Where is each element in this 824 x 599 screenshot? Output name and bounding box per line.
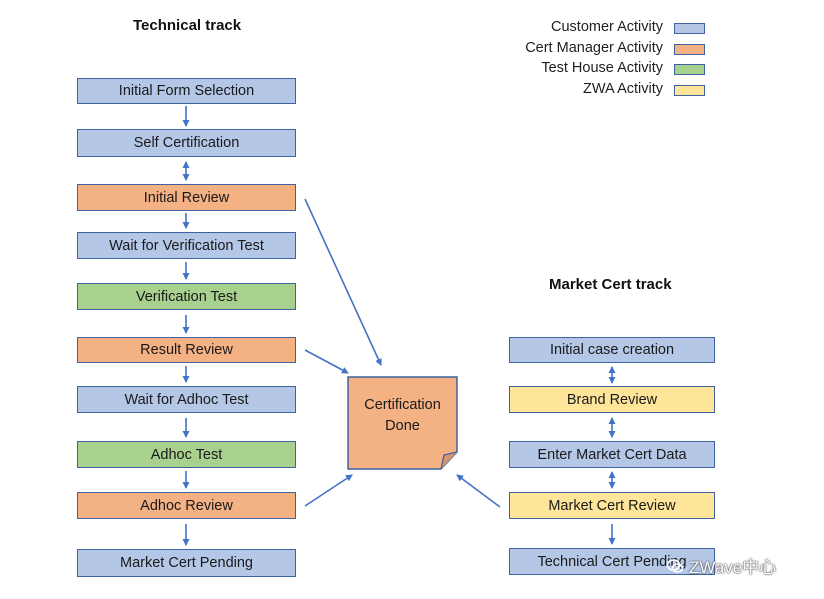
market-track-title: Market Cert track [549, 276, 672, 293]
done-line-2: Done [385, 418, 420, 434]
done-line-1: Certification [364, 397, 441, 413]
step-initial-form-selection: Initial Form Selection [77, 78, 296, 104]
wechat-icon [666, 558, 684, 573]
step-wait-for-verification-test: Wait for Verification Test [77, 232, 296, 259]
watermark: ZWave中心 [666, 553, 776, 578]
legend-label-customer: Customer Activity [551, 19, 663, 35]
arrow-market-review-to-done [456, 474, 501, 508]
watermark-text: ZWave中心 [689, 558, 777, 577]
legend-swatch-zwa [674, 85, 705, 96]
legend-label-cert-manager: Cert Manager Activity [525, 40, 663, 56]
step-result-review: Result Review [77, 337, 296, 363]
note-fold [440, 451, 458, 470]
step-market-cert-pending: Market Cert Pending [77, 549, 296, 577]
step-enter-market-cert-data: Enter Market Cert Data [509, 441, 715, 468]
step-self-certification: Self Certification [77, 129, 296, 157]
arrow-initial-review-to-done [304, 198, 382, 366]
legend-label-zwa: ZWA Activity [582, 81, 663, 97]
step-brand-review: Brand Review [509, 386, 715, 413]
legend-swatch-customer [674, 23, 705, 34]
step-adhoc-test: Adhoc Test [77, 441, 296, 468]
certification-done-label: Certification Done [348, 395, 457, 437]
step-initial-review: Initial Review [77, 184, 296, 211]
technical-track-title: Technical track [133, 17, 242, 34]
step-adhoc-review: Adhoc Review [77, 492, 296, 519]
step-verification-test: Verification Test [77, 283, 296, 310]
legend-swatch-test-house [674, 64, 705, 75]
legend-swatch-cert-manager [674, 44, 705, 55]
step-market-cert-review: Market Cert Review [509, 492, 715, 519]
legend-label-test-house: Test House Activity [541, 60, 663, 76]
step-initial-case-creation: Initial case creation [509, 337, 715, 363]
arrow-adhoc-review-to-done [304, 474, 353, 507]
arrow-result-review-to-done [304, 349, 349, 374]
step-wait-for-adhoc-test: Wait for Adhoc Test [77, 386, 296, 413]
